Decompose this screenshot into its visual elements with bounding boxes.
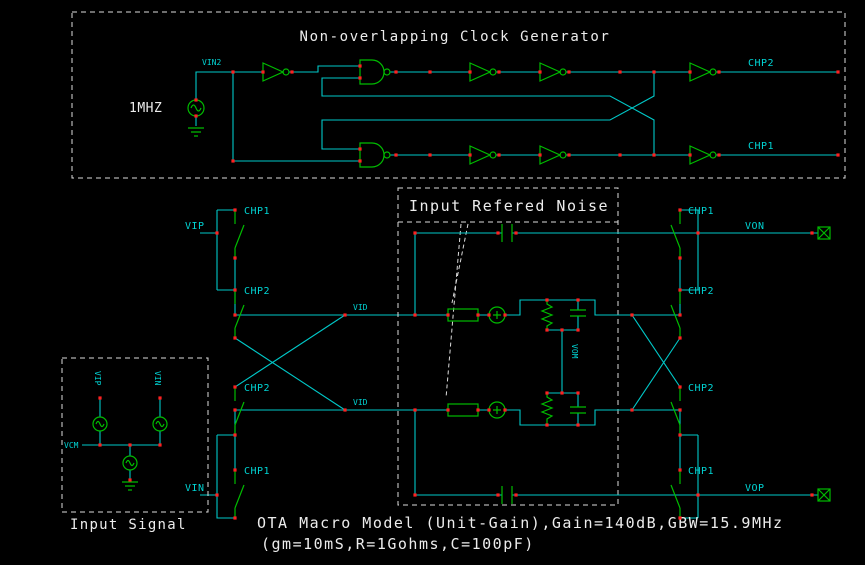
inverter-top-2[interactable] [469, 62, 497, 82]
input-signal-box [61, 357, 209, 513]
clock-input-net-label: VIN2 [202, 58, 221, 67]
switch-right-1[interactable]: CHP1 [670, 206, 714, 258]
sine-glyph [95, 420, 105, 428]
switch-left-2-label: CHP2 [244, 286, 270, 297]
caption-line2: (gm=10mS,R=1Gohms,C=100pF) [261, 535, 535, 553]
switch-left-2[interactable]: CHP2 [234, 286, 270, 338]
input-vin-net-label: VIN [153, 371, 162, 386]
switch-left-4[interactable]: CHP1 [234, 466, 270, 518]
caption-section: OTA Macro Model (Unit-Gain),Gain=140dB,G… [257, 514, 784, 553]
plus-glyph [493, 406, 501, 414]
clock-output-top-label: CHP2 [748, 58, 774, 69]
resistor-top[interactable] [540, 300, 554, 330]
load-cap-top[interactable] [570, 309, 586, 317]
switch-right-4-label: CHP1 [688, 466, 714, 477]
inverter-top-4[interactable] [689, 62, 717, 82]
vip-net-label: VIP [185, 221, 205, 232]
inverter-top-1[interactable] [262, 62, 290, 82]
vid-plus-net-label: VID [353, 303, 368, 312]
feedback-cap-bottom[interactable] [501, 486, 513, 504]
ground-icon [188, 127, 204, 137]
input-signal-section: VIP VIN VCM Input Signal [61, 357, 209, 533]
inverter-bottom-2[interactable] [539, 145, 567, 165]
inverter-bottom-3[interactable] [689, 145, 717, 165]
load-cap-bottom[interactable] [570, 406, 586, 414]
ota-amp-minus[interactable] [488, 401, 506, 419]
junction-dots [98, 64, 840, 520]
switch-right-1-label: CHP1 [688, 206, 714, 217]
switch-left-1[interactable]: CHP1 [234, 206, 270, 258]
right-wires [631, 209, 699, 519]
clock-wires [195, 65, 838, 162]
von-net-label: VON [745, 221, 765, 232]
plus-glyph [493, 311, 501, 319]
noise-source-plus[interactable] [447, 308, 479, 322]
output-port-von[interactable] [817, 226, 831, 240]
ground-icon [122, 481, 138, 491]
feedback-cap-top[interactable] [501, 224, 513, 242]
switch-left-4-label: CHP1 [244, 466, 270, 477]
source-vcm[interactable] [122, 455, 138, 491]
input-signal-title: Input Signal [70, 517, 187, 533]
switch-right-2[interactable]: CHP2 [670, 286, 714, 338]
switch-right-3[interactable]: CHP2 [670, 383, 714, 435]
vop-net-label: VOP [745, 483, 765, 494]
switch-right-2-label: CHP2 [688, 286, 714, 297]
input-signal-wires [82, 398, 161, 480]
ota-macro-box [397, 187, 619, 506]
switch-left-3-label: CHP2 [244, 383, 270, 394]
source-vip[interactable] [92, 416, 108, 432]
inverter-bottom-1[interactable] [469, 145, 497, 165]
clock-generator-section: Non-overlapping Clock Generator 1MHZ VIN… [71, 11, 846, 179]
ota-core-section: Input Refered Noise VID VID VOM [353, 187, 818, 506]
vcm-net-label: VCM [64, 441, 79, 450]
sine-glyph [190, 104, 202, 112]
center-wires [414, 232, 818, 496]
noise-source-minus[interactable] [447, 403, 479, 417]
input-vip-net-label: VIP [93, 371, 102, 386]
vid-minus-net-label: VID [353, 398, 368, 407]
resistor-bottom[interactable] [540, 393, 554, 425]
source-vin[interactable] [152, 416, 168, 432]
chopper-right-section: CHP1 CHP2 CHP2 CHP1 VON VOP [631, 206, 831, 519]
clock-output-bottom-label: CHP1 [748, 141, 774, 152]
switch-right-4[interactable]: CHP1 [670, 466, 714, 518]
sine-glyph [125, 459, 135, 467]
noise-box-title: Input Refered Noise [409, 197, 609, 215]
vom-net-label: VOM [570, 344, 579, 359]
switch-left-1-label: CHP1 [244, 206, 270, 217]
chopper-left-section: VIP VIN CHP1 CHP2 CHP2 CHP1 [185, 206, 489, 519]
clock-generator-title: Non-overlapping Clock Generator [300, 29, 611, 45]
vin-net-label: VIN [185, 483, 205, 494]
caption-line1: OTA Macro Model (Unit-Gain),Gain=140dB,G… [257, 514, 784, 532]
switch-left-3[interactable]: CHP2 [234, 383, 270, 435]
nand-gate-top[interactable] [359, 59, 391, 85]
inverter-top-3[interactable] [539, 62, 567, 82]
clock-generator-box [71, 11, 846, 179]
nand-gate-bottom[interactable] [359, 142, 391, 168]
noise-leader-lines [445, 223, 469, 399]
clock-source-label: 1MHZ [129, 101, 162, 116]
switch-right-3-label: CHP2 [688, 383, 714, 394]
output-port-vop[interactable] [817, 488, 831, 502]
sine-glyph [155, 420, 165, 428]
ota-amp-plus[interactable] [488, 306, 506, 324]
